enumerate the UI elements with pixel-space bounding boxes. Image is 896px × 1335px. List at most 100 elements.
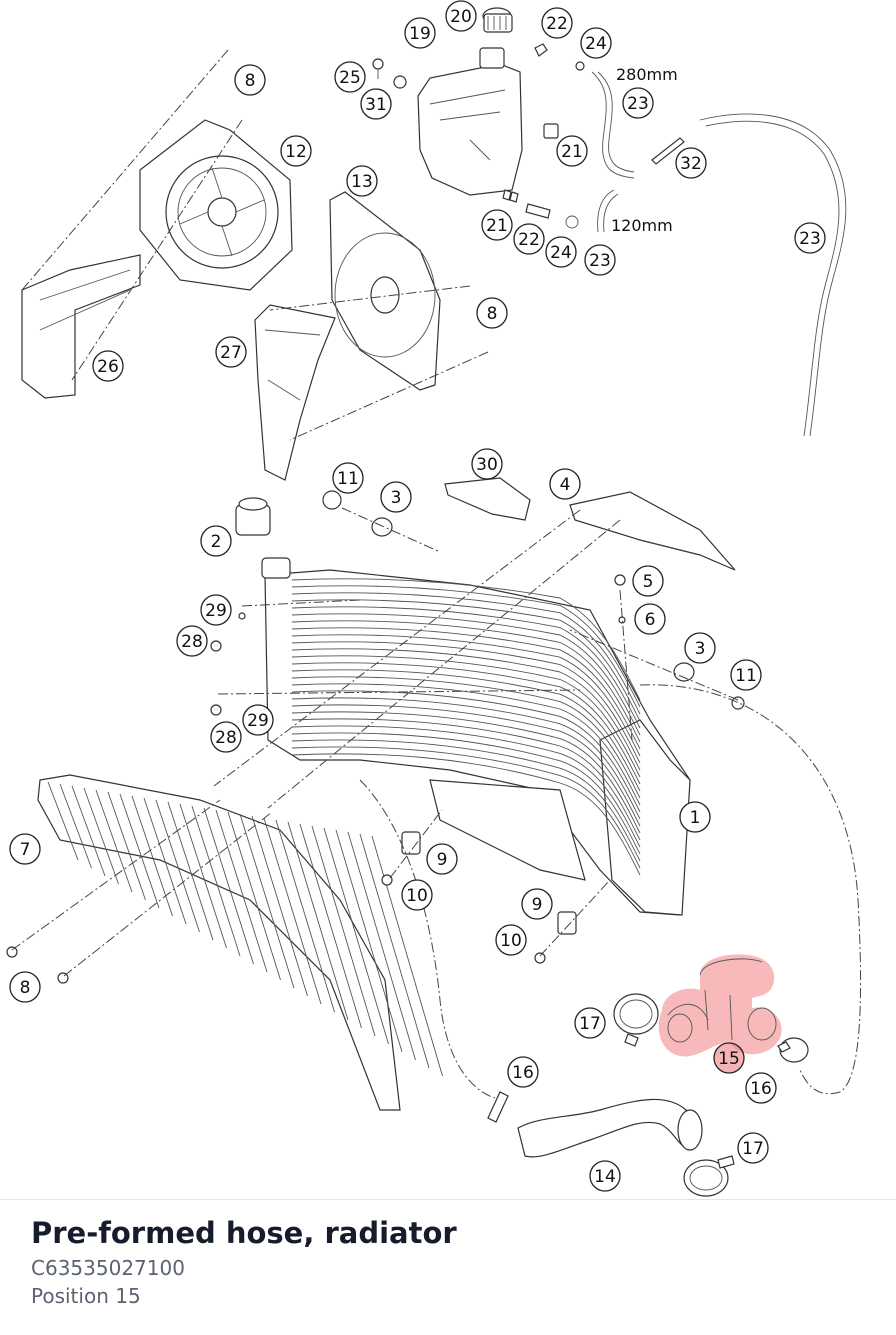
callout-16[interactable]: 16 — [507, 1056, 539, 1088]
cooling-fan-right — [254, 191, 441, 481]
radiator-hose-lower — [487, 1091, 735, 1197]
callout-5[interactable]: 5 — [632, 565, 664, 597]
callout-7[interactable]: 7 — [9, 833, 41, 865]
part-number: C63535027100 — [31, 1256, 185, 1280]
callout-23[interactable]: 23 — [622, 87, 654, 119]
callout-13[interactable]: 13 — [346, 165, 378, 197]
callout-1[interactable]: 1 — [679, 801, 711, 833]
callout-label: 2 — [211, 532, 222, 552]
callout-label: 16 — [512, 1063, 534, 1083]
callout-9[interactable]: 9 — [426, 843, 458, 875]
callout-17[interactable]: 17 — [737, 1132, 769, 1164]
callout-label: 1 — [690, 808, 701, 828]
callout-21[interactable]: 21 — [556, 135, 588, 167]
callout-22[interactable]: 22 — [541, 7, 573, 39]
callout-29[interactable]: 29 — [200, 594, 232, 626]
cooling-fan-left — [21, 119, 293, 399]
divider — [0, 1199, 896, 1200]
callout-11[interactable]: 11 — [332, 462, 364, 494]
callout-label: 28 — [181, 632, 203, 652]
callout-label: 22 — [518, 230, 540, 250]
callout-label: 25 — [339, 68, 361, 88]
callout-label: 11 — [735, 666, 757, 686]
callout-12[interactable]: 12 — [280, 135, 312, 167]
highlighted-part-15[interactable] — [658, 954, 782, 1057]
callout-label: 12 — [285, 142, 307, 162]
callout-28[interactable]: 28 — [210, 721, 242, 753]
callout-label: 8 — [20, 978, 31, 998]
callout-24[interactable]: 24 — [545, 236, 577, 268]
callout-label: 23 — [799, 229, 821, 249]
callout-3[interactable]: 3 — [380, 481, 412, 513]
part-name: Pre-formed hose, radiator — [31, 1216, 457, 1250]
callout-label: 7 — [20, 840, 31, 860]
callout-27[interactable]: 27 — [215, 336, 247, 368]
small-parts — [6, 477, 745, 984]
callout-label: 20 — [450, 7, 472, 27]
callout-label: 11 — [337, 469, 359, 489]
callout-31[interactable]: 31 — [360, 88, 392, 120]
callout-23[interactable]: 23 — [794, 222, 826, 254]
callout-8[interactable]: 8 — [234, 64, 266, 96]
hose-clamps — [613, 993, 809, 1063]
callout-11[interactable]: 11 — [730, 659, 762, 691]
callout-22[interactable]: 22 — [513, 223, 545, 255]
callout-10[interactable]: 10 — [401, 879, 433, 911]
callout-label: 26 — [97, 357, 119, 377]
callout-30[interactable]: 30 — [471, 448, 503, 480]
radiator — [261, 557, 691, 916]
callout-23[interactable]: 23 — [584, 244, 616, 276]
callout-label: 6 — [645, 610, 656, 630]
exploded-parts-diagram[interactable]: 280mm 120mm — [0, 0, 896, 1198]
callout-label: 32 — [680, 154, 702, 174]
hose-long — [699, 113, 847, 437]
callout-label: 15 — [718, 1049, 740, 1069]
part-info-panel — [0, 1200, 896, 1335]
hose-120mm — [597, 189, 619, 233]
dimension-280mm: 280mm — [616, 65, 678, 84]
callout-19[interactable]: 19 — [404, 17, 436, 49]
callout-label: 3 — [391, 488, 402, 508]
tank-fittings — [372, 43, 685, 229]
callout-21[interactable]: 21 — [481, 209, 513, 241]
callout-6[interactable]: 6 — [634, 603, 666, 635]
leader-lines — [11, 49, 862, 1099]
callout-4[interactable]: 4 — [549, 468, 581, 500]
callout-29[interactable]: 29 — [242, 704, 274, 736]
callout-label: 16 — [750, 1079, 772, 1099]
callout-label: 29 — [247, 711, 269, 731]
callout-label: 31 — [365, 95, 387, 115]
callout-label: 9 — [532, 895, 543, 915]
callout-28[interactable]: 28 — [176, 625, 208, 657]
callout-9[interactable]: 9 — [521, 888, 553, 920]
callout-label: 22 — [546, 14, 568, 34]
callout-label: 13 — [351, 172, 373, 192]
callout-label: 3 — [695, 639, 706, 659]
hose-280mm — [591, 71, 635, 179]
callout-label: 28 — [215, 728, 237, 748]
callout-10[interactable]: 10 — [495, 924, 527, 956]
callout-label: 23 — [627, 94, 649, 114]
callout-label: 10 — [500, 931, 522, 951]
callout-label: 21 — [561, 142, 583, 162]
callout-26[interactable]: 26 — [92, 350, 124, 382]
callout-15[interactable]: 15 — [713, 1042, 745, 1074]
callout-label: 4 — [560, 475, 571, 495]
callout-16[interactable]: 16 — [745, 1072, 777, 1104]
dimension-120mm: 120mm — [611, 216, 673, 235]
callout-20[interactable]: 20 — [445, 0, 477, 32]
callout-24[interactable]: 24 — [580, 27, 612, 59]
callout-3[interactable]: 3 — [684, 632, 716, 664]
radiator-guard — [37, 774, 443, 1111]
callout-2[interactable]: 2 — [200, 525, 232, 557]
callout-17[interactable]: 17 — [574, 1007, 606, 1039]
callout-32[interactable]: 32 — [675, 147, 707, 179]
callout-14[interactable]: 14 — [589, 1160, 621, 1192]
callout-25[interactable]: 25 — [334, 61, 366, 93]
callout-label: 29 — [205, 601, 227, 621]
callout-8[interactable]: 8 — [9, 971, 41, 1003]
callout-label: 30 — [476, 455, 498, 475]
callout-label: 24 — [550, 243, 572, 263]
callout-8[interactable]: 8 — [476, 297, 508, 329]
callout-label: 17 — [579, 1014, 601, 1034]
